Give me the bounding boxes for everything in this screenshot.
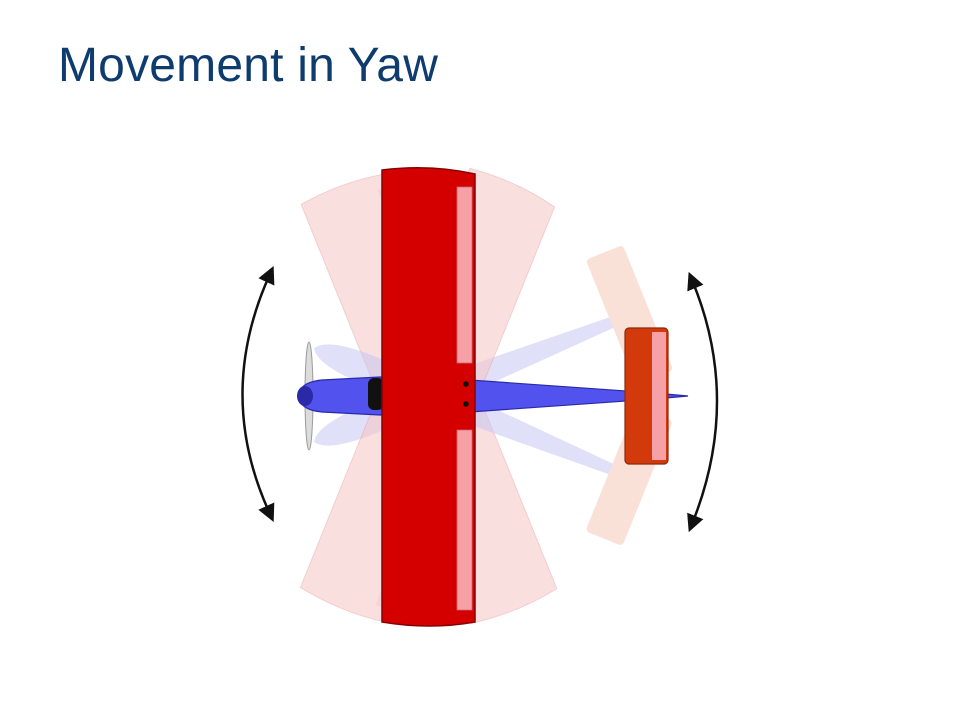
main-airplane	[297, 167, 689, 627]
cockpit	[368, 378, 384, 410]
aileron-bottom	[456, 429, 473, 611]
right-double-arrow	[687, 271, 719, 533]
spinner	[297, 386, 313, 406]
wing	[381, 167, 476, 627]
left-double-arrow	[241, 266, 275, 522]
slide-title: Movement in Yaw	[58, 39, 439, 92]
wing-strut-dot	[463, 381, 469, 387]
aileron-top	[456, 186, 473, 364]
wing-strut-dot	[463, 401, 469, 407]
elevator	[652, 332, 666, 460]
